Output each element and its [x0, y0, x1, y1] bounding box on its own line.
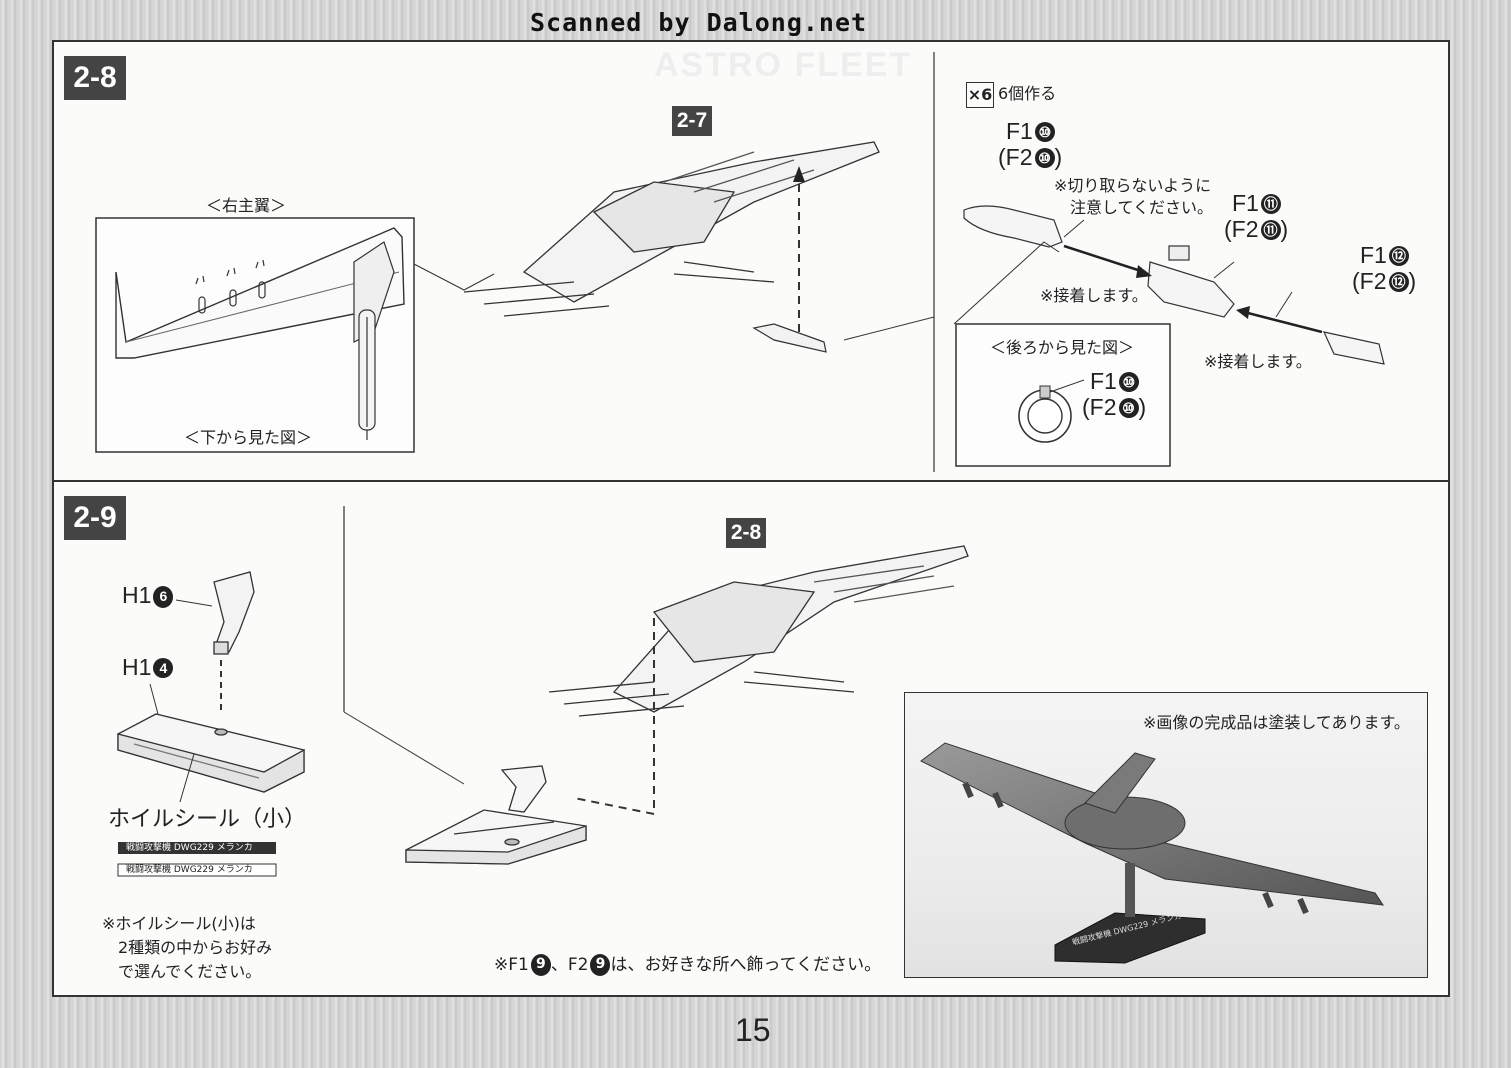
foil-note-line2: 2種類の中からお好み — [118, 938, 273, 957]
page-number: 15 — [735, 1012, 771, 1048]
glue-note-1: ※接着します。 — [1040, 286, 1148, 305]
right-wing-title: ＜右主翼＞ — [206, 196, 287, 215]
step-number-badge: 2-9 — [64, 496, 126, 540]
sticker-dark: 戦闘攻撃機 DWG229 メランカ — [126, 843, 253, 853]
wing-pylon-marks — [195, 259, 266, 314]
background-banner: ASTRO FLEET — [654, 46, 913, 84]
stand-base-drawing — [117, 713, 305, 793]
make-count-text: 6個作る — [998, 84, 1057, 103]
foil-note-line1: ※ホイルシール(小)は — [102, 914, 256, 933]
step-2-8-illustration — [95, 52, 1385, 472]
aircraft-2-8-drawing — [548, 545, 969, 717]
rear-view-title: ＜後ろから見た図＞ — [990, 338, 1135, 357]
make-count-badge: ×6 — [966, 81, 994, 108]
foil-sticker-title: ホイルシール（小） — [108, 806, 307, 831]
finished-model-photo: ※画像の完成品は塗装してあります。 戦闘攻撃機 DWG229 メランカ — [904, 692, 1428, 978]
step-number-badge: 2-8 — [64, 56, 126, 100]
ref-step-badge: 2-8 — [726, 518, 766, 548]
ref-step-badge: 2-7 — [672, 106, 712, 136]
step-2-9-illustration — [117, 506, 969, 877]
hanging-missile-drawing — [353, 241, 395, 440]
note-no-cut-1: ※切り取らないように — [1054, 176, 1212, 195]
aircraft-2-7-drawing — [463, 141, 880, 317]
note-no-cut-2: 注意してください。 — [1070, 198, 1214, 217]
finished-model-image: 戦闘攻撃機 DWG229 メランカ — [920, 742, 1385, 964]
glue-note-2: ※接着します。 — [1204, 352, 1312, 371]
stand-arm-drawing — [213, 571, 255, 655]
step-2-8-panel: ASTRO FLEET 2-8 — [52, 40, 1450, 482]
sticker-light: 戦闘攻撃機 DWG229 メランカ — [126, 865, 253, 875]
scan-watermark: Scanned by Dalong.net — [530, 8, 868, 37]
foil-note-line3: で選んでください。 — [118, 962, 262, 981]
step-2-9-panel: 2-9 — [52, 480, 1450, 997]
right-wing-drawing — [115, 227, 405, 359]
missile-part-drawing — [752, 323, 827, 353]
bottom-view-caption: ＜下から見た図＞ — [184, 428, 313, 447]
assembled-stand-drawing — [405, 765, 587, 865]
photo-note: ※画像の完成品は塗装してあります。 — [1143, 713, 1410, 732]
missile-assembly-drawing — [963, 205, 1385, 365]
